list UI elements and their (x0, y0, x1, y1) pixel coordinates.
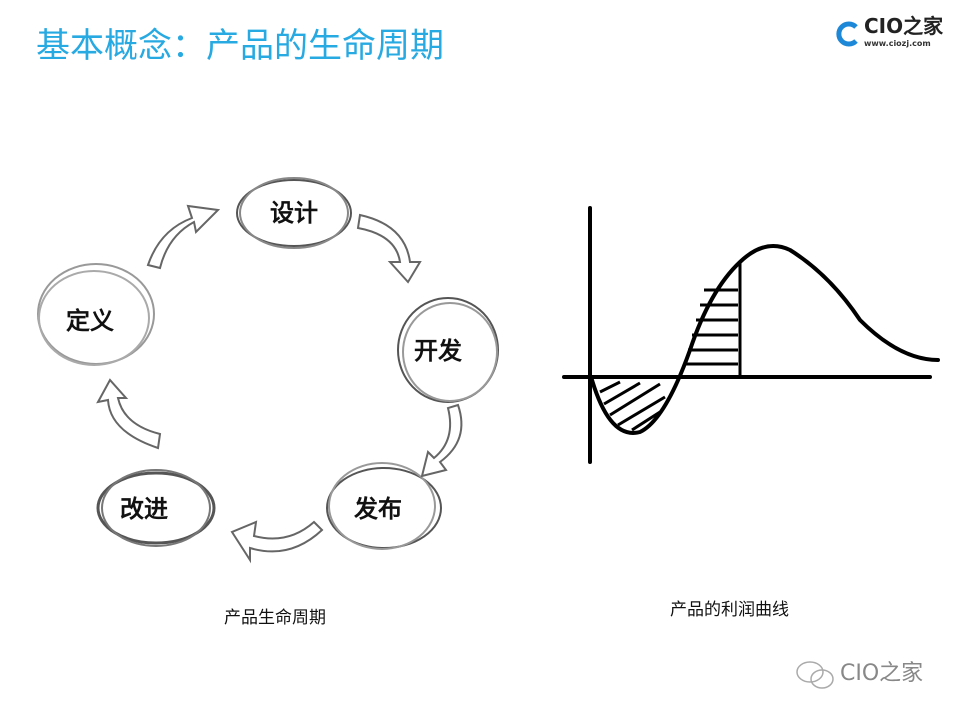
arrow-develop-to-release (420, 403, 463, 478)
arrow-release-to-improve (230, 520, 324, 564)
node-ellipse-design-outline (239, 177, 349, 249)
node-develop: 开发 (414, 337, 462, 365)
node-ellipse-release-outline (328, 462, 436, 550)
node-ellipse-design (236, 179, 352, 247)
node-ellipse-improve-outline (101, 469, 211, 547)
node-design: 设计 (270, 199, 318, 227)
node-ellipse-develop (397, 297, 499, 403)
arrow-improve-to-define (96, 378, 162, 450)
brand-logo: CIO之家 www.ciozj.com (834, 16, 954, 52)
wechat-icon (796, 661, 834, 689)
node-release: 发布 (354, 495, 402, 523)
logo-name: CIO之家 (864, 14, 944, 38)
node-define: 定义 (66, 307, 114, 335)
node-improve: 改进 (120, 495, 168, 523)
profit-curve-chart (562, 206, 940, 464)
node-ellipse-develop-outline (402, 302, 498, 402)
cycle-caption: 产品生命周期 (224, 608, 326, 628)
arrow-design-to-develop (356, 213, 422, 284)
watermark: CIO之家 (794, 660, 944, 690)
profit-curve (590, 244, 940, 435)
page-title: 基本概念：产品的生命周期 (36, 26, 444, 66)
node-ellipse-improve (96, 471, 216, 545)
cycle-arrows (96, 204, 463, 564)
logo-url: www.ciozj.com (864, 39, 931, 48)
hatching (599, 288, 738, 432)
logo-c-icon (836, 21, 858, 47)
arrow-define-to-design (146, 204, 221, 270)
profit-caption: 产品的利润曲线 (670, 600, 789, 620)
watermark-text: CIO之家 (840, 661, 924, 686)
node-ellipse-define-outline (38, 270, 150, 366)
